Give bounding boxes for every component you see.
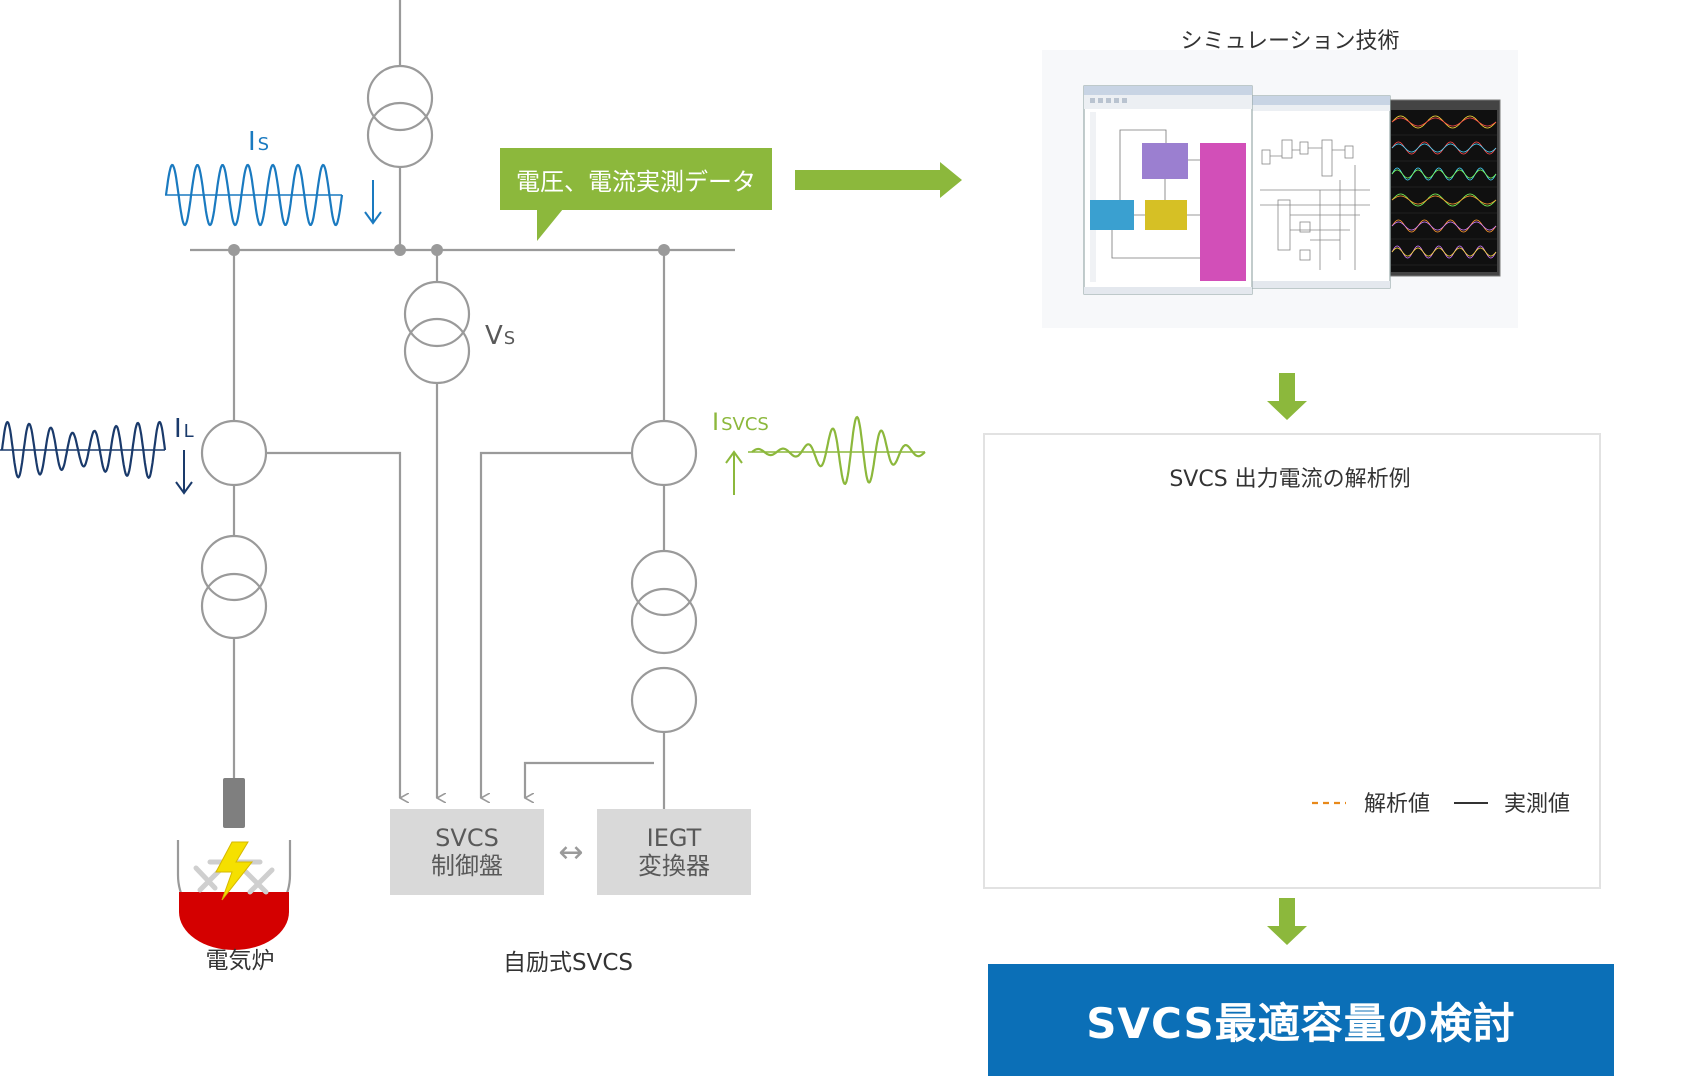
svcs-control-panel-box: SVCS 制御盤: [390, 809, 544, 895]
callout-text: 電圧、電流実測データ: [516, 167, 756, 196]
simulation-screenshots: [1042, 50, 1518, 328]
block-diagram-window: [1083, 85, 1253, 295]
analysis-panel: [983, 433, 1601, 889]
flow-down-arrow-1-icon: [1267, 373, 1307, 420]
electrode: [223, 778, 245, 828]
bidirectional-arrow-icon: ↔: [558, 834, 584, 870]
vs-transformer: [403, 250, 471, 798]
il-waveform: [0, 420, 167, 480]
is-waveform: [164, 163, 344, 227]
legend-analysis-label: 解析値: [1364, 792, 1430, 817]
simulation-title: シミュレーション技術: [1180, 29, 1399, 54]
iegt-line2: 変換器: [638, 852, 710, 880]
vs-label: VS: [485, 321, 515, 351]
isvcs-waveform: [748, 415, 926, 486]
il-down-arrow-icon: [175, 450, 193, 495]
svcs-optimal-capacity-result: SVCS最適容量の検討: [988, 964, 1614, 1076]
furnace-label: 電気炉: [206, 948, 275, 974]
electric-furnace-icon: [176, 840, 292, 950]
result-text: SVCS最適容量の検討: [1086, 998, 1516, 1048]
analysis-title: SVCS 出力電流の解析例: [1169, 467, 1410, 492]
callout-tail: [537, 209, 563, 241]
main-bus: [190, 244, 735, 256]
furnace-feeder: [200, 250, 400, 798]
svcs-control-line1: SVCS: [435, 824, 499, 852]
incoming-transformer: [366, 0, 434, 250]
scope-window: [1387, 99, 1501, 277]
is-down-arrow-icon: [364, 180, 382, 225]
self-excited-svcs-label: 自励式SVCS: [503, 950, 633, 976]
data-flow-arrow-icon: [795, 162, 962, 198]
svcs-feeder: [479, 250, 698, 809]
isvcs-up-arrow-icon: [725, 450, 743, 495]
iegt-converter-box: IEGT 変換器: [597, 809, 751, 895]
flow-down-arrow-2-icon: [1267, 898, 1307, 945]
iegt-line1: IEGT: [646, 824, 702, 852]
measurement-data-callout: 電圧、電流実測データ: [500, 148, 772, 210]
svcs-control-line2: 制御盤: [431, 852, 503, 880]
analysis-legend: 解析値 実測値: [1312, 792, 1570, 817]
legend-measured-label: 実測値: [1504, 792, 1570, 817]
circuit-window: [1249, 95, 1391, 289]
